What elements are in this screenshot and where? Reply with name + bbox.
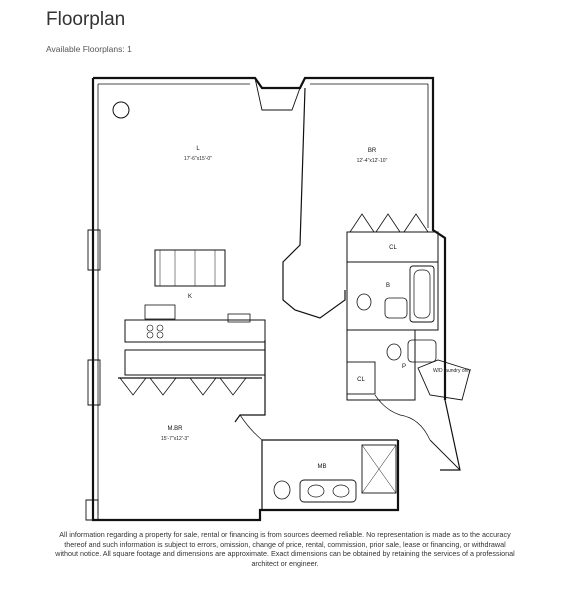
disclaimer-line: All information regarding a property for… xyxy=(59,530,511,539)
washer-dryer-label: W/D laundry only xyxy=(433,368,472,374)
disclaimer-line: architect or engineer. xyxy=(251,558,319,568)
kitchen-label: K xyxy=(188,294,192,300)
disclaimer-line: without notice. All square footage and d… xyxy=(55,549,515,558)
disclaimer: All information regarding a property for… xyxy=(30,530,540,568)
bedroom-closet-label: CL xyxy=(389,245,397,251)
disclaimer-line: thereof and such information is subject … xyxy=(64,539,506,549)
master-bath-label: MB xyxy=(318,464,327,470)
hall-closet-label: CL xyxy=(357,377,365,383)
master-bedroom-dims: 15'-7"x12'-3" xyxy=(161,436,189,442)
bath-label: B xyxy=(386,283,390,289)
living-room-dims: 17'-6"x15'-0" xyxy=(184,156,212,162)
master-bedroom-label: M.BR xyxy=(168,426,184,432)
floorplan-count: Available Floorplans: 1 xyxy=(46,44,132,54)
bedroom-label: BR xyxy=(368,148,377,154)
powder-room-label: P xyxy=(402,364,406,370)
living-room-label: L xyxy=(196,146,200,152)
bedroom-dims: 12'-4"x12'-10" xyxy=(357,158,388,164)
page-title: Floorplan xyxy=(46,9,126,30)
